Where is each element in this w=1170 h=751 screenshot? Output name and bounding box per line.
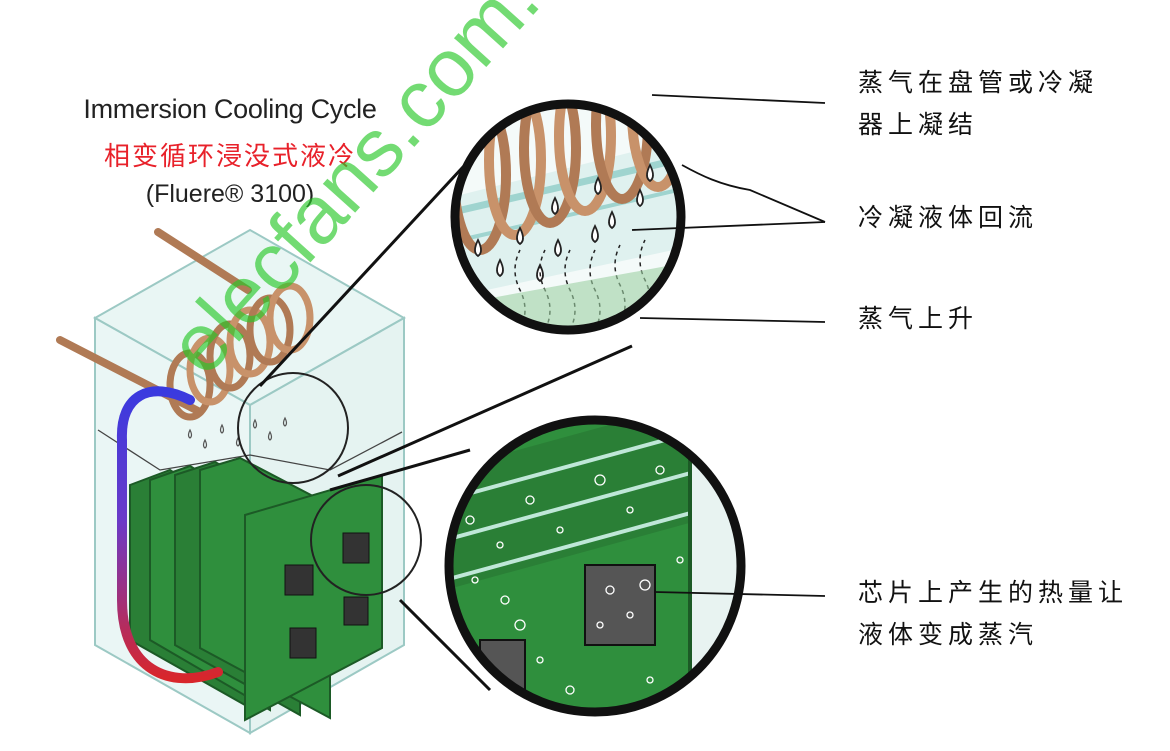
title-model: (Fluere® 3100) (145, 180, 315, 208)
zoom-ring-bottom-small (310, 484, 422, 596)
zoom-ring-top-small (237, 372, 349, 484)
callout-vapor-condenses: 蒸气在盘管或冷凝 器上凝结 (858, 62, 1098, 146)
callout-condensate-return: 冷凝液体回流 (858, 203, 1039, 232)
title-english: Immersion Cooling Cycle (83, 94, 377, 124)
callout-chip-heat: 芯片上产生的热量让 液体变成蒸汽 (858, 572, 1128, 656)
coolant-flow-loop (116, 386, 223, 684)
condenser-pipes (56, 228, 252, 416)
condensate-droplets (187, 416, 288, 449)
callout-vapor-condenses-line2: 器上凝结 (858, 110, 979, 139)
condenser-coil (166, 282, 314, 421)
zoom-tangent-lines (258, 138, 633, 692)
callout-chip-heat-line2: 液体变成蒸汽 (858, 620, 1039, 649)
callout-vapor-rises: 蒸气上升 (858, 304, 979, 333)
callout-chip-heat-line1: 芯片上产生的热量让 (858, 578, 1129, 607)
title-chinese: 相变循环浸没式液冷 (103, 142, 356, 172)
callout-leaders (631, 94, 826, 597)
zoom-chip-detail (444, 415, 746, 717)
zoom-condenser-detail (450, 99, 686, 335)
callout-vapor-condenses-line1: 蒸气在盘管或冷凝 (858, 68, 1099, 97)
